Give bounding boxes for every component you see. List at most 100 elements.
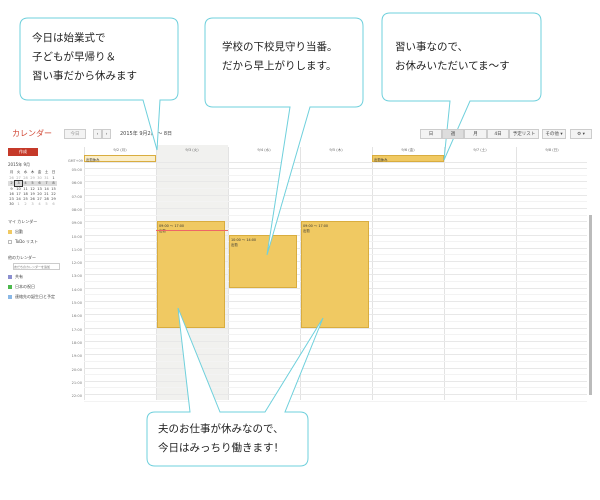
mini-day[interactable]: 24 xyxy=(16,197,21,202)
view-1-button[interactable]: 週 xyxy=(442,129,464,139)
mini-day[interactable]: 14 xyxy=(44,186,49,191)
event-time: 09:00 ～ 17:00 xyxy=(159,224,185,229)
view-4-button[interactable]: 予定リスト xyxy=(509,129,539,139)
mini-day[interactable]: 18 xyxy=(23,191,28,196)
day-header[interactable]: 9/2 (月) xyxy=(113,148,127,152)
mini-day[interactable]: 19 xyxy=(30,191,35,196)
event-title: 出勤 xyxy=(159,229,166,234)
mini-day[interactable]: 8 xyxy=(50,180,57,186)
add-calendar-input[interactable] xyxy=(13,263,60,270)
prev-button[interactable]: ‹ xyxy=(93,129,102,139)
hour-label: 21:00 xyxy=(71,380,82,385)
allday-event[interactable]: 出勤休み xyxy=(84,155,156,162)
event-time: 10:00 ～ 14:00 xyxy=(231,237,257,242)
weekday: 水 xyxy=(23,170,28,175)
mini-day[interactable]: 12 xyxy=(30,186,35,191)
mini-day[interactable]: 13 xyxy=(37,186,42,191)
more-button[interactable]: その他 ▾ xyxy=(542,129,566,139)
mini-day[interactable]: 16 xyxy=(9,191,14,196)
mini-day[interactable]: 28 xyxy=(44,197,49,202)
my-calendar-item[interactable]: 出勤 xyxy=(8,229,23,235)
mini-day[interactable]: 11 xyxy=(23,186,28,191)
bubble-1 xyxy=(19,17,179,151)
mini-day[interactable]: 4 xyxy=(22,180,29,186)
calendar-label: 連絡先の誕生日と予定 xyxy=(15,294,55,299)
day-header[interactable]: 9/3 (火) xyxy=(185,148,199,152)
mini-day[interactable]: 2 xyxy=(24,202,27,207)
date-range: 2015年 9月2日 ～ 8日 xyxy=(120,131,173,137)
mini-day[interactable]: 29 xyxy=(30,175,35,180)
mini-day[interactable]: 17 xyxy=(16,191,21,196)
bubble-4-text: 夫のお仕事が休みなので、今日はみっちり働きます！ xyxy=(158,423,284,454)
other-calendar-item[interactable]: 連絡先の誕生日と予定 xyxy=(8,294,55,300)
other-calendar-item[interactable]: 日本の祝日 xyxy=(8,284,35,290)
day-header[interactable]: 9/7 (土) xyxy=(473,148,487,152)
mini-day[interactable]: 26 xyxy=(9,175,14,180)
view-3-button[interactable]: 4日 xyxy=(487,129,509,139)
mini-day[interactable]: 3 xyxy=(31,202,34,207)
mini-day[interactable]: 3 xyxy=(14,179,23,187)
mini-day[interactable]: 30 xyxy=(37,175,42,180)
mini-day[interactable]: 28 xyxy=(23,175,28,180)
weekday: 月 xyxy=(9,170,14,175)
app-logo: カレンダー xyxy=(12,129,52,138)
mini-day[interactable]: 1 xyxy=(17,202,20,207)
scrollbar[interactable] xyxy=(589,215,592,395)
mini-day[interactable]: 1 xyxy=(52,175,55,180)
day-header[interactable]: 9/8 (日) xyxy=(545,148,559,152)
hour-label: 10:00 xyxy=(71,234,82,239)
mini-calendar-title: 2015年 9月 xyxy=(8,162,30,167)
mini-day[interactable]: 31 xyxy=(44,175,49,180)
calendar-label: 日本の祝日 xyxy=(15,284,35,289)
other-calendar-item[interactable]: 共有 xyxy=(8,274,23,280)
mini-day[interactable]: 29 xyxy=(51,197,56,202)
hour-label: 07:00 xyxy=(71,194,82,199)
mini-day[interactable]: 2 xyxy=(8,180,15,186)
day-header[interactable]: 9/5 (木) xyxy=(329,148,343,152)
mini-day[interactable]: 27 xyxy=(16,175,21,180)
timezone-label: GMT+09 xyxy=(68,159,83,163)
day-header[interactable]: 9/4 (水) xyxy=(257,148,271,152)
hour-label: 19:00 xyxy=(71,354,82,359)
mini-day[interactable]: 9 xyxy=(10,186,13,191)
today-button[interactable]: 今日 xyxy=(64,129,86,139)
mini-day[interactable]: 30 xyxy=(9,202,14,207)
mini-day[interactable]: 26 xyxy=(30,197,35,202)
mini-day[interactable]: 27 xyxy=(37,197,42,202)
mini-day[interactable]: 7 xyxy=(43,180,50,186)
mini-day[interactable]: 22 xyxy=(51,191,56,196)
create-button[interactable]: 作成 xyxy=(8,148,38,156)
view-2-button[interactable]: 月 xyxy=(464,129,487,139)
mini-day[interactable]: 6 xyxy=(36,180,43,186)
bubble-3-text: 習い事なので、お休みいただいてま～す xyxy=(395,41,510,72)
hour-label: 11:00 xyxy=(71,247,82,252)
mini-day[interactable]: 5 xyxy=(45,202,48,207)
mini-day[interactable]: 23 xyxy=(9,197,14,202)
view-0-button[interactable]: 日 xyxy=(420,129,442,139)
day-header[interactable]: 9/6 (金) xyxy=(401,148,415,152)
mini-day[interactable]: 15 xyxy=(51,186,56,191)
next-button[interactable]: › xyxy=(102,129,111,139)
mini-day[interactable]: 5 xyxy=(29,180,36,186)
calendar-label: 共有 xyxy=(15,274,23,279)
current-time-line xyxy=(156,229,228,231)
hour-label: 12:00 xyxy=(71,261,82,266)
mini-day[interactable]: 21 xyxy=(44,191,49,196)
mini-day[interactable]: 25 xyxy=(23,197,28,202)
hour-label: 08:00 xyxy=(71,207,82,212)
mini-day[interactable]: 20 xyxy=(37,191,42,196)
mini-day[interactable]: 6 xyxy=(52,202,55,207)
my-calendar-item[interactable]: ToDo リスト xyxy=(8,239,38,245)
other-calendars-title[interactable]: 他のカレンダー xyxy=(8,255,36,260)
weekday: 火 xyxy=(16,170,21,175)
mini-day[interactable]: 4 xyxy=(38,202,41,207)
allday-event[interactable]: 出勤休み xyxy=(372,155,444,162)
mini-day[interactable]: 10 xyxy=(16,186,21,191)
my-calendars-title[interactable]: マイ カレンダー xyxy=(8,219,38,224)
settings-button[interactable]: ⚙ ▾ xyxy=(570,129,592,139)
